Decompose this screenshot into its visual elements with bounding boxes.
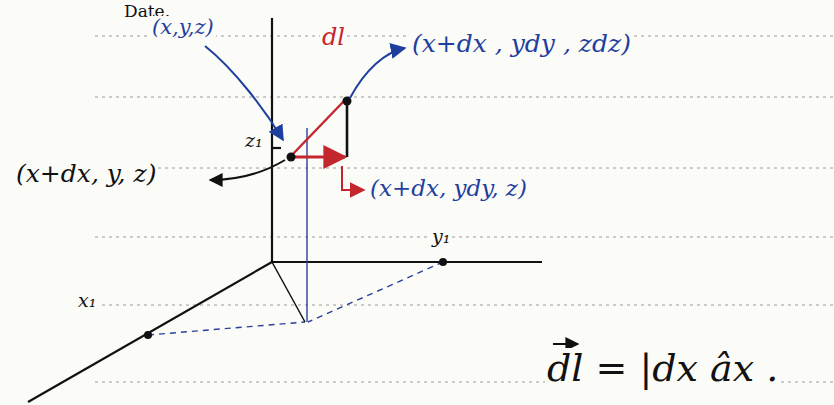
vector-label: dl (320, 24, 347, 50)
dx-step (292, 156, 345, 159)
leader-arrow (342, 166, 364, 190)
point-label: (x+dx, y, z) (14, 160, 158, 188)
ruled-lines (95, 36, 834, 382)
leader-arrow (350, 48, 405, 98)
axis-tick-label: z₁ (243, 130, 265, 151)
leader-arrow (210, 160, 285, 180)
projection-line (272, 262, 305, 322)
equation: dl = |dx âx . (545, 348, 780, 390)
leader-arrow (205, 46, 283, 140)
dz-step (346, 104, 349, 157)
axis-point (144, 331, 152, 339)
dl-vector (292, 101, 344, 155)
start-point (287, 153, 296, 162)
point-label: (x,y,z) (150, 16, 216, 39)
vector-arrow (553, 343, 578, 345)
projection-lines (148, 128, 443, 335)
point-label: (x+dx, ydy, z) (368, 176, 529, 201)
axis-tick-label: x₁ (76, 290, 98, 311)
axis-point (439, 258, 447, 266)
axis-tick-label: y₁ (430, 226, 452, 247)
point-label: (x+dx , ydy , zdz) (410, 30, 633, 58)
axes (28, 18, 542, 402)
